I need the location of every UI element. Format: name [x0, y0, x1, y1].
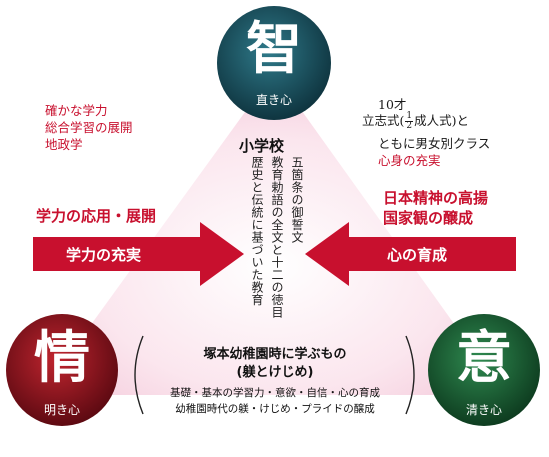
fraction-denominator: 2: [406, 121, 413, 131]
bottom-title-1: 塚本幼稚園時に学ぶもの: [203, 347, 347, 362]
left-arrow-above: 学力の応用・展開: [36, 207, 157, 225]
left-paren: [134, 335, 144, 415]
i-sub-label: 清き心: [465, 403, 502, 417]
jo-sub-label: 明き心: [43, 403, 80, 417]
center-column-1: 五箇条の御誓文: [290, 156, 304, 244]
center-title: 小学校: [239, 137, 285, 155]
right-note-3: ともに男女別クラス: [378, 136, 491, 151]
left-note-3: 地政学: [45, 137, 83, 152]
i-char: 意: [456, 325, 512, 391]
right-note-2-prefix: 立志式(: [362, 113, 405, 128]
right-note-4: 心身の充実: [378, 153, 441, 168]
right-paren: [405, 335, 415, 415]
bottom-line-1: 基礎・基本の学習力・意欲・自信・心の育成: [170, 387, 380, 399]
left-note-2: 総合学習の展開: [45, 120, 133, 135]
pink-triangle: [40, 72, 505, 395]
right-arrow-label: 心の育成: [387, 246, 448, 264]
center-column-3: 歴史と伝統に基づいた教育: [250, 156, 264, 306]
bottom-line-2: 幼稚園時代の躾・けじめ・プライドの醸成: [175, 403, 375, 415]
i-circle: [428, 314, 540, 426]
fraction-numerator: 1: [405, 111, 414, 122]
left-note-1: 確かな学力: [45, 103, 108, 118]
chi-circle: [217, 6, 331, 120]
right-note-2-suffix: 成人式)と: [414, 113, 470, 128]
jo-circle: [6, 314, 118, 426]
bottom-title-2: (躾とけじめ): [236, 365, 314, 380]
left-arrow-shape: [33, 222, 244, 286]
right-arrow-above-1: 日本精神の高揚: [383, 189, 489, 207]
chi-char: 智: [246, 16, 302, 82]
jo-char: 情: [34, 325, 90, 391]
right-arrow-shape: [305, 222, 516, 286]
center-column-2: 教育勅語の全文と十二の徳目: [270, 156, 284, 319]
right-arrow-above-2: 国家観の醸成: [383, 209, 474, 227]
left-arrow-label: 学力の充実: [66, 246, 142, 264]
chi-sub-label: 直き心: [255, 93, 292, 107]
right-note-1: 10才: [378, 97, 407, 112]
